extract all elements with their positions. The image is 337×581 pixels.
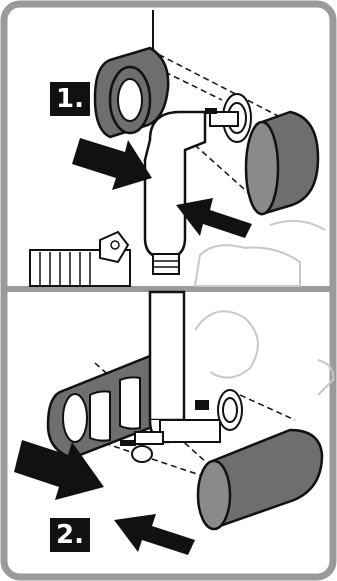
guide-line <box>95 440 215 480</box>
arrow-left-icon <box>176 198 252 238</box>
step-2-badge: 2. <box>50 518 90 552</box>
valve-wall <box>205 94 251 142</box>
ghost-fitting <box>195 245 300 286</box>
insulation-sleeve-right <box>246 112 318 214</box>
panel-step-1 <box>30 10 325 286</box>
insulation-sleeve-right <box>198 430 322 529</box>
step-1-badge: 1. <box>50 82 90 116</box>
arrow-left-icon <box>114 514 195 555</box>
arrow-right-icon <box>72 138 152 190</box>
guide-line <box>240 395 295 420</box>
filter-body <box>145 112 205 274</box>
ghost-fitting <box>195 311 258 377</box>
panel-step-2 <box>14 292 333 555</box>
drain-cap <box>132 446 152 462</box>
guide-line <box>165 72 222 100</box>
pump-fragment <box>30 232 130 286</box>
ghost-fitting <box>270 221 325 230</box>
